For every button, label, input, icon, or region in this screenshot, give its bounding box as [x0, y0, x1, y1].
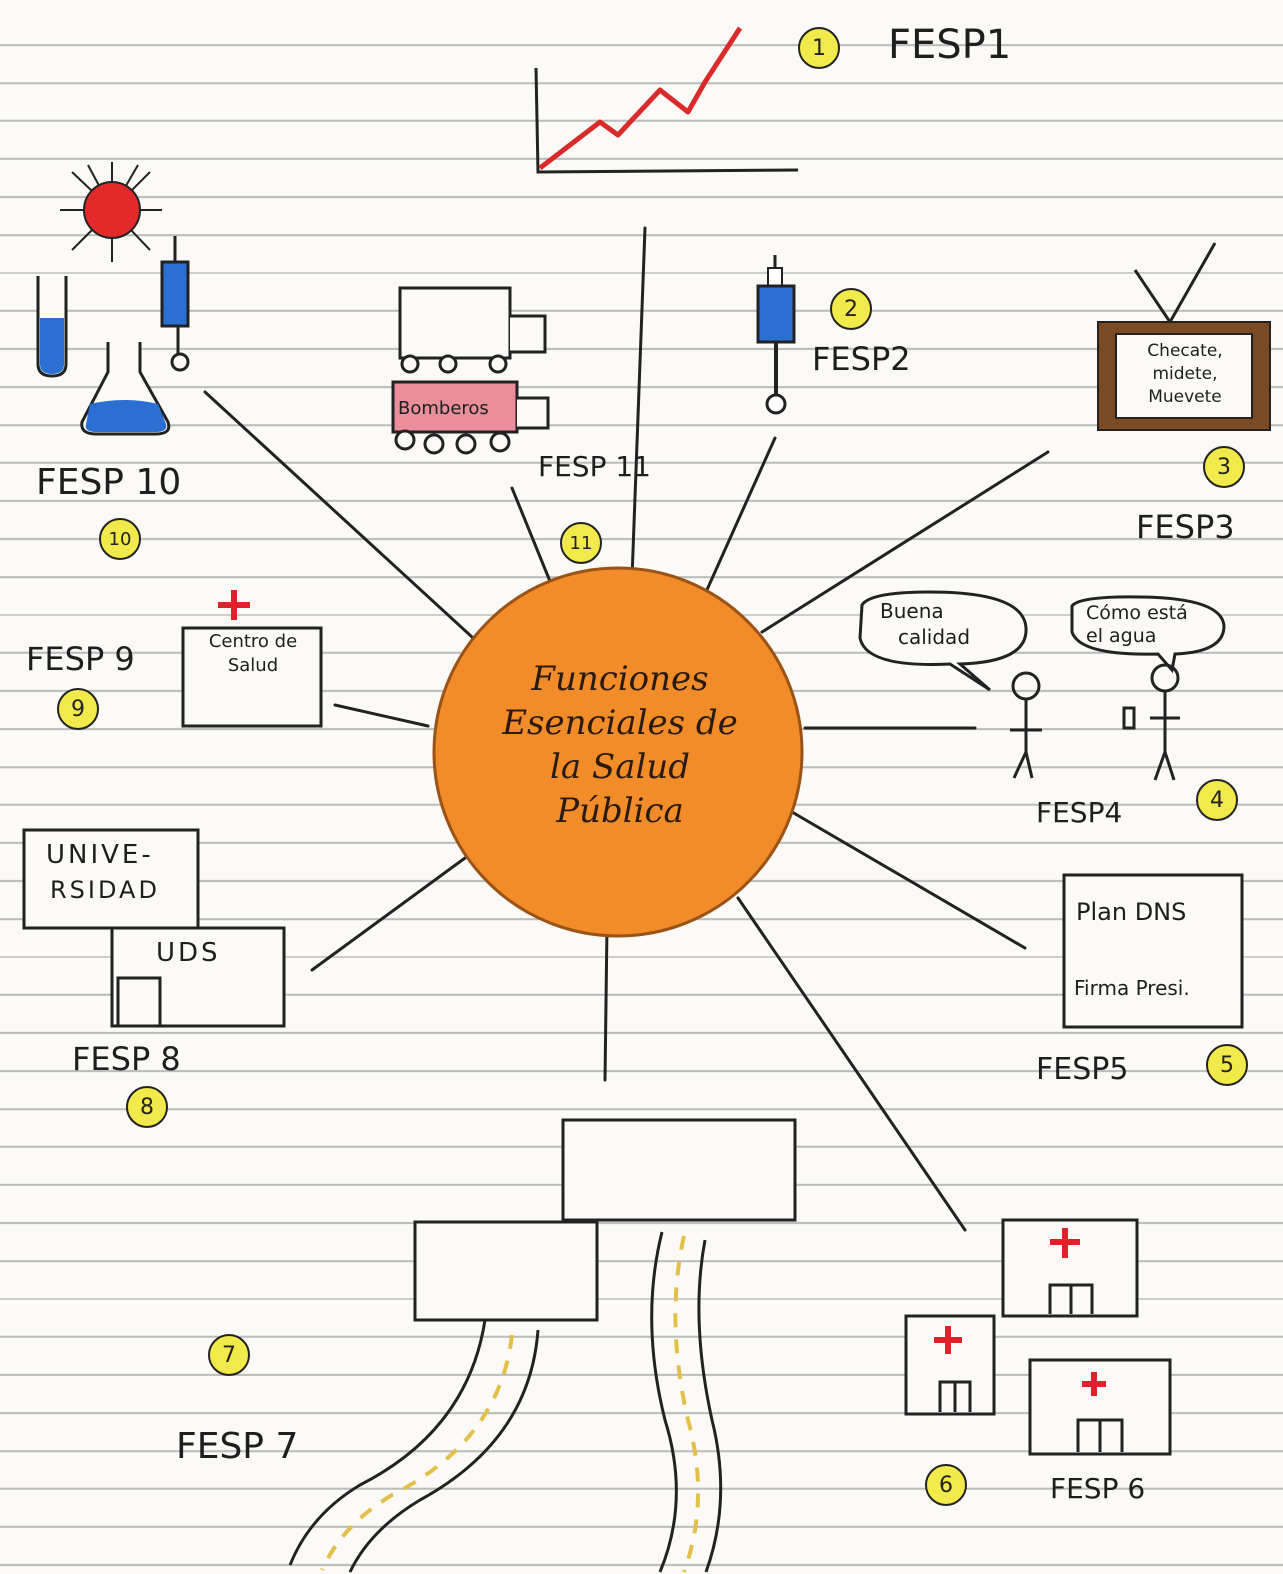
plan-document — [1062, 873, 1244, 1029]
fesp9-label: FESP 9 — [26, 640, 135, 678]
tv-line: midete, — [1152, 364, 1218, 384]
fesp7-label: FESP 7 — [176, 1426, 299, 1467]
speech-line: el agua — [1086, 625, 1157, 647]
hospitals-fesp6 — [904, 1218, 1172, 1456]
university-label-line2: RSIDAD — [50, 876, 160, 904]
fesp9-badge: 9 — [57, 688, 99, 730]
health-center-label: Centro de Salud — [190, 630, 316, 678]
fesp7-badge: 7 — [208, 1334, 250, 1376]
tv-line: Muevete — [1148, 387, 1222, 407]
speech-bubbles — [858, 590, 1226, 692]
line-chart-icon — [534, 26, 799, 174]
health-center-building — [181, 626, 323, 728]
fesp1-badge: 1 — [798, 27, 840, 69]
hospitals-fesp7 — [413, 1118, 797, 1322]
fesp8-badge: 8 — [126, 1086, 168, 1128]
speech-line: Cómo está — [1086, 602, 1188, 624]
television-icon — [1097, 242, 1271, 431]
fesp3-badge: 3 — [1203, 446, 1245, 488]
plan-signature: Firma Presi. — [1074, 976, 1190, 1000]
roads — [288, 1231, 723, 1573]
fesp4-label: FESP4 — [1036, 796, 1123, 829]
syringe-icon — [756, 255, 796, 415]
fesp11-label: FESP 11 — [538, 450, 651, 483]
central-title: Funciones Esenciales de la Salud Pública — [440, 585, 800, 905]
fesp5-label: FESP5 — [1036, 1052, 1129, 1087]
fesp8-label: FESP 8 — [72, 1040, 181, 1078]
speech-line: Buena — [880, 599, 944, 623]
speech-line: calidad — [898, 625, 971, 649]
fesp4-badge: 4 — [1196, 779, 1238, 821]
fesp2-label: FESP2 — [812, 340, 911, 378]
fesp11-badge: 11 — [560, 522, 602, 564]
health-center-line: Centro de — [208, 631, 298, 652]
fesp10-badge: 10 — [99, 518, 141, 560]
plan-title: Plan DNS — [1076, 898, 1187, 926]
central-title-line: Esenciales de — [502, 703, 738, 743]
spoke-lines — [203, 226, 1050, 1232]
fesp6-badge: 6 — [925, 1464, 967, 1506]
university-label-line1: UNIVE- — [46, 840, 154, 870]
fesp5-badge: 5 — [1206, 1044, 1248, 1086]
fesp1-label: FESP1 — [888, 22, 1012, 68]
laboratory-icon — [36, 162, 190, 436]
fesp2-badge: 2 — [830, 288, 872, 330]
tv-line: Checate, — [1147, 341, 1223, 361]
central-title-line: la Salud — [549, 747, 691, 787]
fesp6-label: FESP 6 — [1050, 1472, 1146, 1505]
stick-figures — [1010, 663, 1180, 781]
ambulance-icon — [398, 286, 547, 374]
university-buildings — [22, 828, 286, 1028]
fire-truck-icon — [391, 380, 550, 455]
speech-left-text: Buena calidad — [880, 598, 970, 650]
health-center-line: Salud — [227, 655, 279, 676]
uds-label: UDS — [156, 938, 221, 968]
fire-truck-label: Bomberos — [398, 398, 489, 419]
tv-screen-text: Checate, midete, Muevete — [1122, 340, 1248, 409]
fesp3-label: FESP3 — [1136, 508, 1235, 546]
central-circle — [432, 566, 804, 938]
central-title-line: Pública — [556, 791, 684, 831]
central-title-line: Funciones — [531, 659, 709, 699]
speech-right-text: Cómo está el agua — [1086, 602, 1188, 648]
fesp10-label: FESP 10 — [36, 462, 182, 503]
